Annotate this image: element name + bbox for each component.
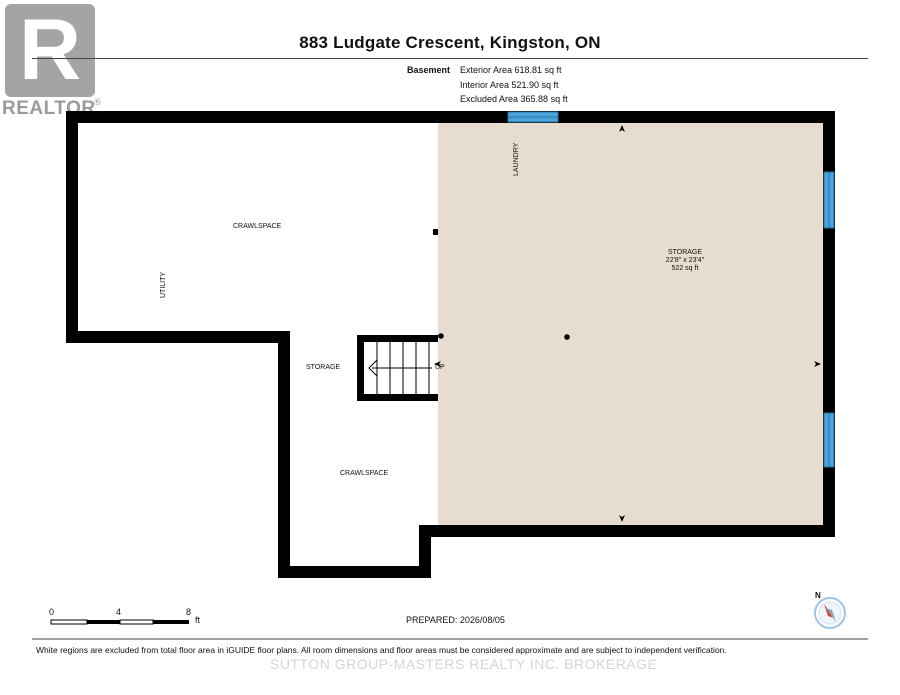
room-area-storage-main: 522 sq ft [671, 265, 699, 272]
room-label-utility: UTILITY [160, 271, 167, 298]
scale-label-8: 8 [186, 607, 192, 617]
wall-left [66, 111, 78, 343]
arrow-right-marker [814, 361, 821, 367]
interior-area: Interior Area 521.90 sq ft [460, 80, 559, 90]
marker-dot-center [564, 334, 570, 340]
room-label-crawlspace-top: CRAWLSPACE [233, 223, 282, 230]
wall-stub [433, 229, 438, 235]
arrow-left-marker [434, 361, 441, 367]
room-label-storage-main: STORAGE [667, 249, 703, 256]
room-label-storage-small: STORAGE [306, 364, 341, 371]
wall-left-lower [66, 331, 290, 343]
wall-bottom-left [278, 566, 431, 578]
compass-icon [814, 597, 846, 629]
scale-unit: ft [195, 615, 201, 625]
marker-dot-left [438, 333, 444, 339]
brokerage-watermark: SUTTON GROUP-MASTERS REALTY INC. BROKERA… [270, 656, 658, 672]
arrow-up-marker [619, 125, 625, 132]
staircase [357, 335, 438, 401]
room-dims-storage-main: 22'8" x 23'4" [665, 257, 705, 264]
scale-bar [50, 619, 189, 625]
wall-bottom-step [419, 525, 431, 578]
wall-inner-left [278, 331, 290, 578]
scale-label-0: 0 [49, 607, 55, 617]
header-rule [32, 58, 868, 59]
floor-label: Basement [407, 65, 451, 75]
wall-bottom [419, 525, 835, 537]
realtor-logo-mark: R [18, 2, 82, 98]
stairs-up-label: UP [435, 364, 445, 371]
storage-floor-area [438, 120, 828, 528]
property-title: 883 Ludgate Crescent, Kingston, ON [299, 33, 601, 52]
arrow-down-marker [619, 515, 625, 522]
exterior-area: Exterior Area 618.81 sq ft [460, 65, 562, 75]
compass-north-label: N [815, 591, 821, 600]
room-label-laundry: LAUNDRY [513, 142, 520, 176]
room-label-crawlspace-bottom: CRAWLSPACE [340, 470, 389, 477]
wall-top [66, 111, 835, 123]
excluded-area: Excluded Area 365.88 sq ft [460, 94, 568, 104]
prepared-date: PREPARED: 2026/08/05 [406, 615, 505, 625]
disclaimer: White regions are excluded from total fl… [36, 645, 727, 655]
realtor-logo-registered: ® [94, 97, 101, 107]
scale-label-4: 4 [116, 607, 122, 617]
realtor-logo [5, 4, 95, 97]
